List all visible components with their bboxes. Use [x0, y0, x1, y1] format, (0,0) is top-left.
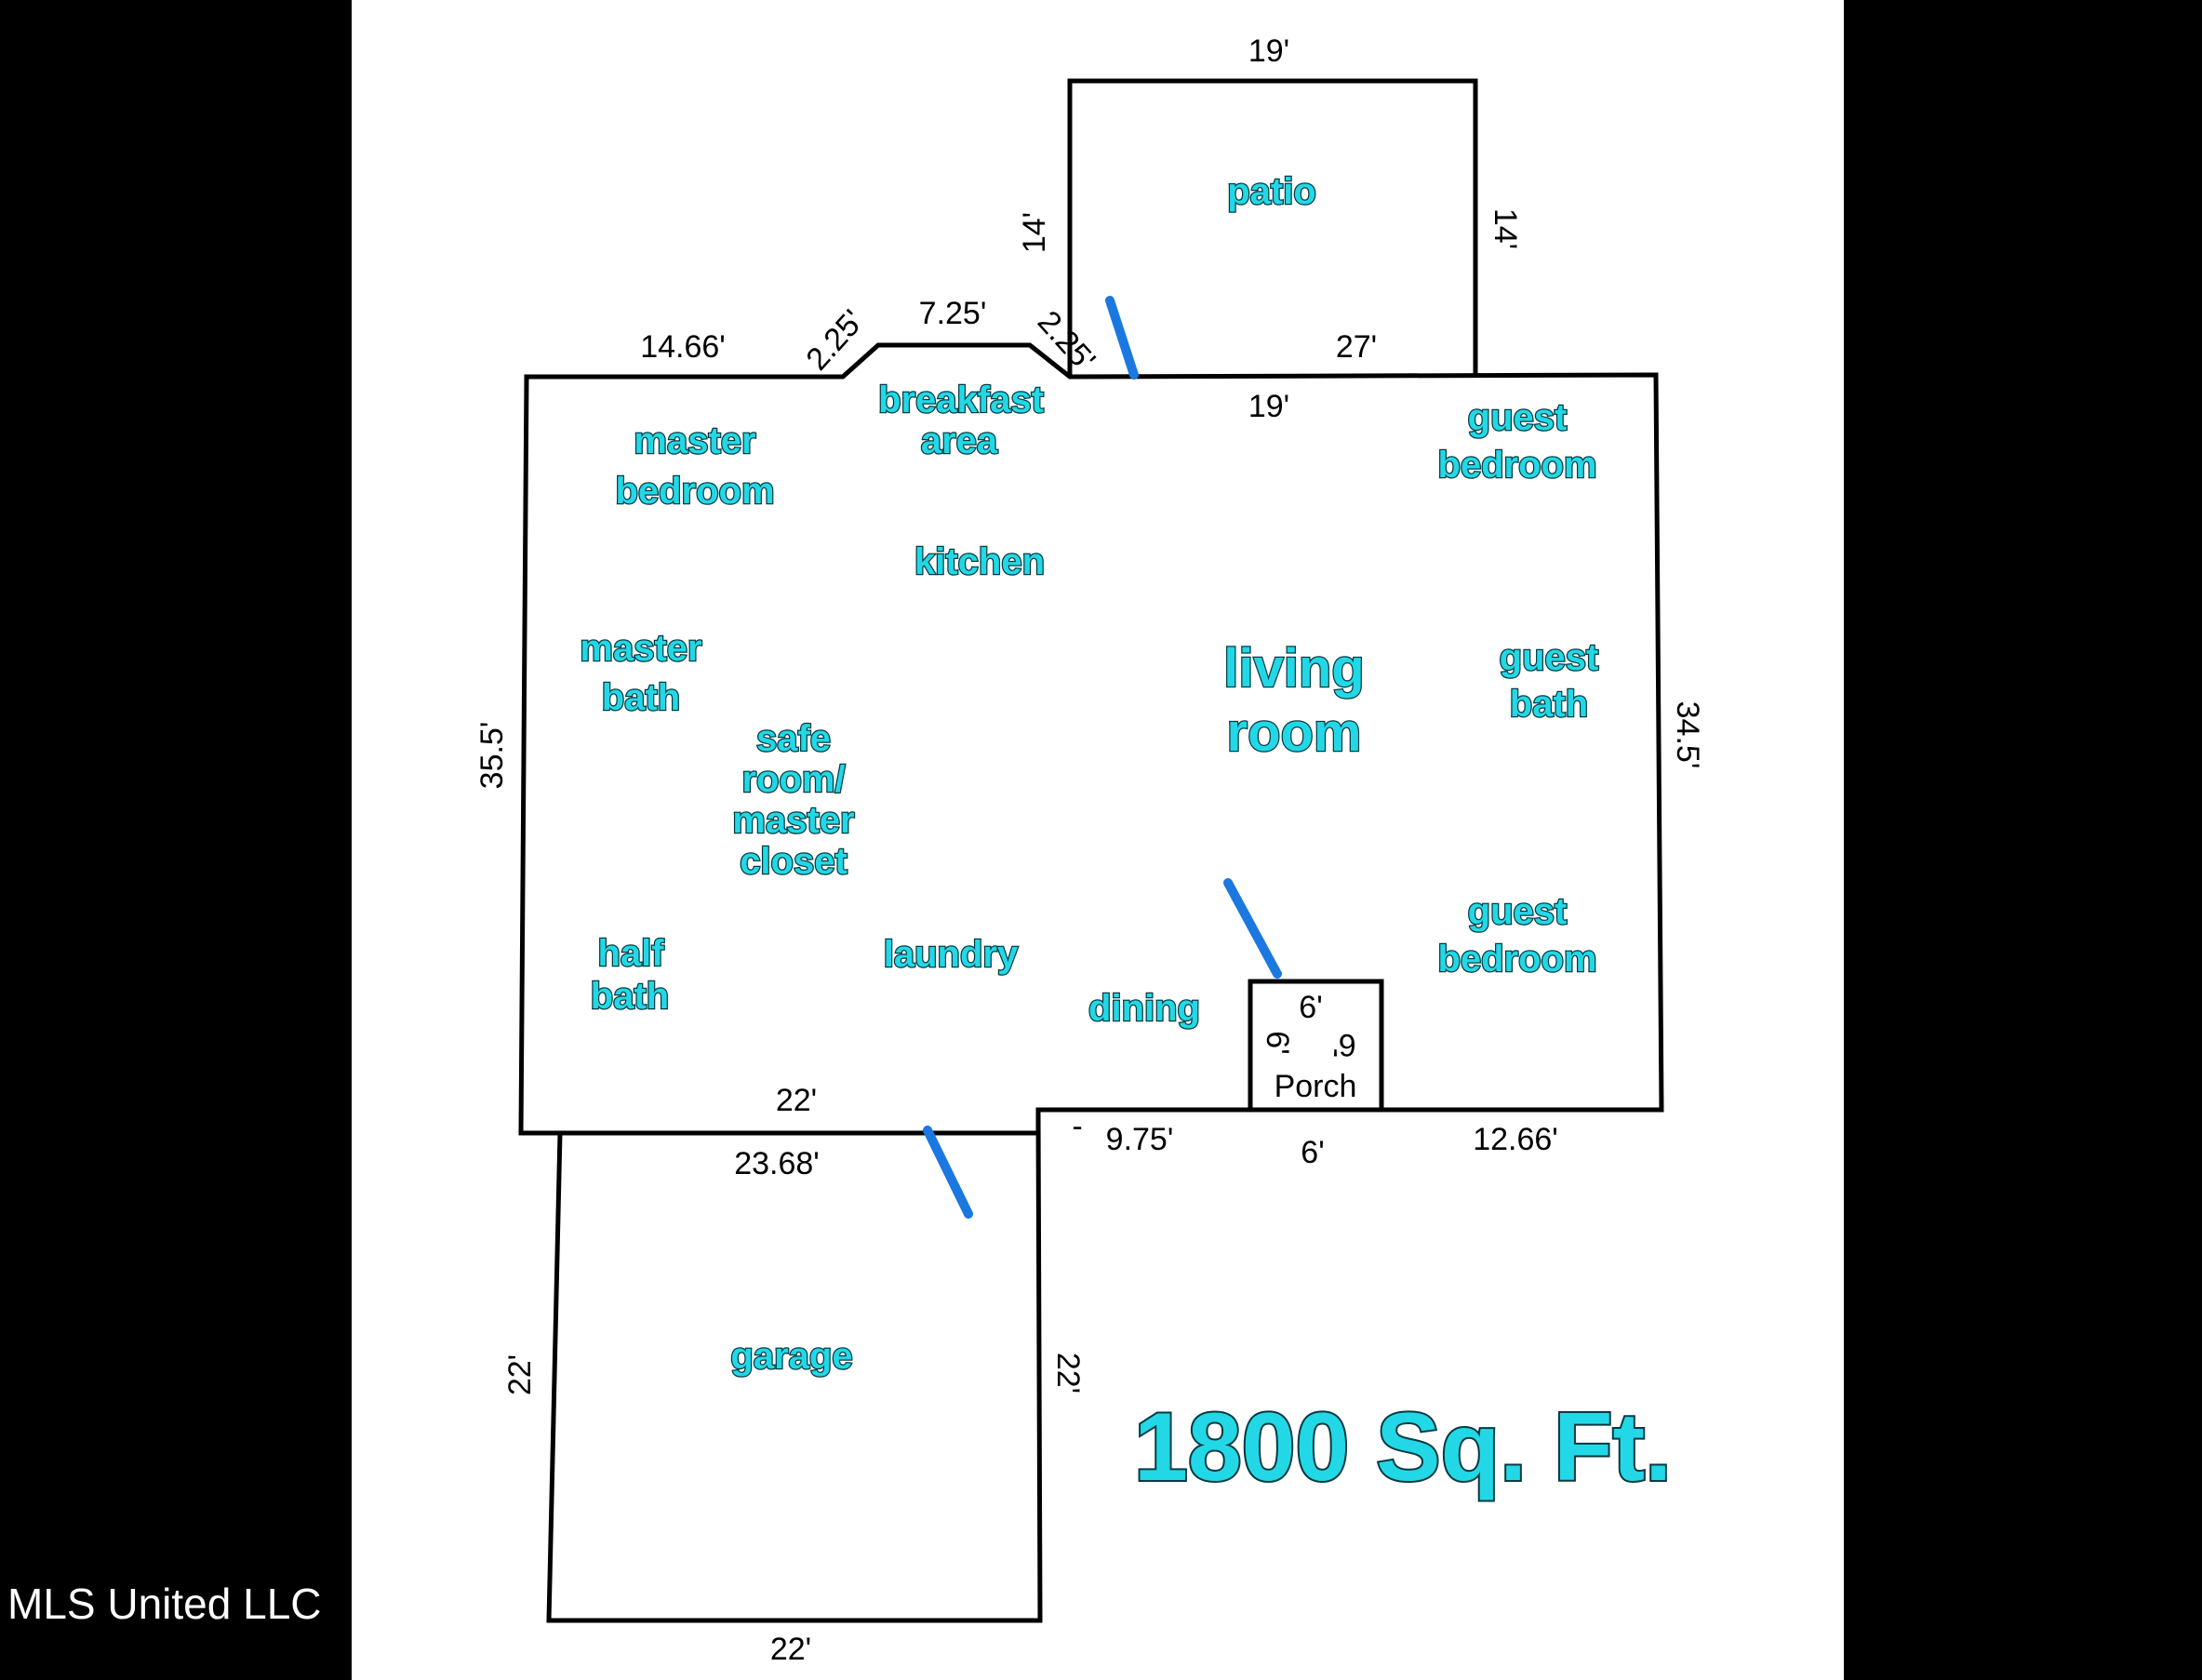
- dim-patio-bottom: 27': [1336, 329, 1377, 365]
- dim-porch-bottom: 6': [1301, 1135, 1324, 1170]
- room-label-master-bedroom-line1: master: [634, 420, 755, 461]
- room-label-safe-room-line4: closet: [740, 841, 847, 882]
- dim-patio-right: 14': [1488, 208, 1523, 249]
- room-label-master-bedroom-line2: bedroom: [615, 471, 774, 512]
- room-label-kitchen: kitchen: [914, 541, 1045, 582]
- total-area-label: 1800 Sq. Ft.: [1134, 1393, 1672, 1501]
- patio-outline: [1067, 78, 1478, 377]
- dim-house-right: 34.5': [1670, 701, 1705, 769]
- dim-house-bottom-left: 22': [776, 1083, 817, 1118]
- dim-bottom-right: 12.66': [1473, 1122, 1558, 1157]
- room-label-guest-bedroom-top-line1: guest: [1468, 397, 1568, 438]
- dim-house-left: 35.5': [474, 722, 510, 790]
- dim-bottom-mid: 9.75': [1106, 1122, 1174, 1157]
- paper-background: [352, 0, 1844, 1680]
- room-label-guest-bedroom-bottom-line1: guest: [1468, 891, 1568, 932]
- room-label-guest-bath-line1: guest: [1500, 637, 1599, 678]
- dim-house-top-left: 14.66': [640, 329, 726, 365]
- dim-patio-left: 14': [1017, 212, 1052, 253]
- dim-porch-right: 6': [1332, 1027, 1355, 1062]
- room-label-safe-room-line1: safe: [756, 718, 831, 759]
- garage-outline: [546, 1109, 1043, 1623]
- room-label-breakfast-line1: breakfast: [878, 380, 1044, 420]
- room-label-guest-bath-line2: bath: [1510, 684, 1588, 725]
- dim-porch-left: 6': [1260, 1031, 1295, 1054]
- room-label-master-bath-line2: bath: [602, 677, 680, 718]
- room-label-half-bath-line1: half: [597, 933, 664, 974]
- dim-porch-top: 6': [1299, 990, 1322, 1025]
- room-label-patio: patio: [1227, 171, 1316, 212]
- patio-door: [1105, 296, 1139, 380]
- dim-garage-top: 23.68': [734, 1146, 820, 1181]
- dim-bay-top: 7.25': [919, 296, 987, 331]
- room-label-guest-bedroom-bottom-line2: bedroom: [1437, 939, 1596, 980]
- room-label-laundry: laundry: [884, 934, 1019, 975]
- room-label-guest-bedroom-top-line2: bedroom: [1437, 445, 1596, 486]
- room-label-safe-room-line2: room/: [741, 759, 845, 800]
- room-label-living-line1: living: [1223, 638, 1364, 699]
- garage-door: [923, 1126, 973, 1219]
- room-label-garage: garage: [730, 1336, 852, 1377]
- front-door: [1223, 878, 1282, 979]
- dim-garage-right: 22': [1050, 1353, 1086, 1393]
- room-label-porch: Porch: [1274, 1069, 1357, 1104]
- dim-tick: -: [1072, 1109, 1082, 1144]
- room-label-master-bath-line1: master: [580, 628, 701, 669]
- dim-patio-top: 19': [1248, 33, 1289, 69]
- dim-house-top-mid: 19': [1248, 389, 1289, 424]
- room-label-half-bath-line2: bath: [591, 976, 669, 1017]
- porch-outline: [1248, 979, 1384, 1113]
- room-label-living-line2: room: [1227, 702, 1362, 763]
- room-label-breakfast-line2: area: [921, 420, 998, 461]
- dim-garage-bottom: 22': [770, 1632, 811, 1667]
- credit-watermark: MLS United LLC: [7, 1580, 322, 1628]
- room-label-dining: dining: [1088, 988, 1200, 1029]
- house-outline: [518, 342, 1664, 1136]
- room-label-safe-room-line3: master: [732, 800, 854, 841]
- dim-garage-left: 22': [502, 1354, 538, 1395]
